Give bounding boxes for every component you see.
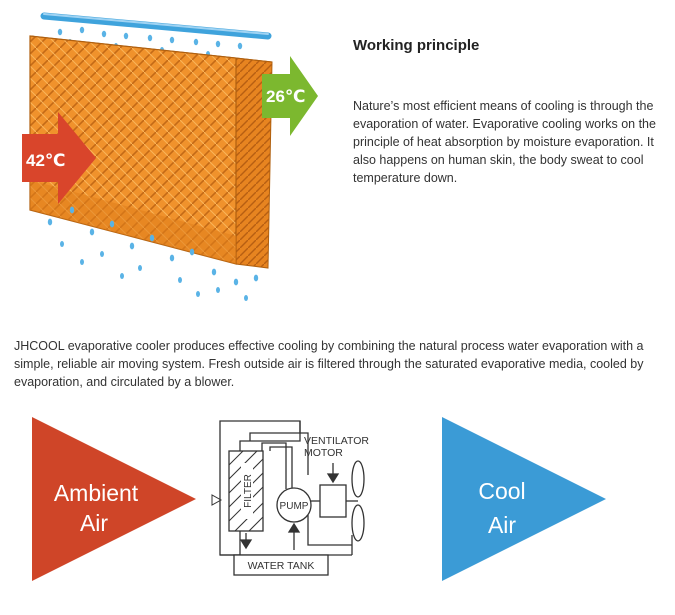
water-feed-lines xyxy=(261,442,293,489)
section-title: Working principle xyxy=(353,37,480,54)
water-pipe xyxy=(40,12,272,40)
working-principle-text: Nature’s most efficient means of cooling… xyxy=(353,99,656,185)
up-arrow-pump-icon xyxy=(287,522,301,550)
inlet-temperature: 42℃ xyxy=(26,151,66,170)
evaporative-pad-illustration: 42℃ 26℃ xyxy=(22,12,318,301)
cooler-flow-diagram: Ambient Air FILTER xyxy=(32,417,606,581)
cool-air-arrow: 26℃ xyxy=(262,56,318,136)
ambient-air-triangle: Ambient Air xyxy=(32,417,196,581)
droplets-bottom xyxy=(47,206,259,301)
ventilator-label-line1: VENTILATOR xyxy=(304,435,369,447)
ambient-air-label-line2: Air xyxy=(80,510,108,536)
droplets-top xyxy=(57,26,243,57)
ventilator-motor: VENTILATOR MOTOR xyxy=(304,435,369,542)
pump-label: PUMP xyxy=(280,501,309,512)
cool-air-label-line2: Air xyxy=(488,512,516,538)
down-arrow-filter-icon xyxy=(239,533,253,550)
pump-unit: PUMP xyxy=(276,487,312,523)
cooler-description: JHCOOL evaporative cooler produces effec… xyxy=(14,339,644,389)
water-tank-label: WATER TANK xyxy=(248,560,315,572)
down-arrow-motor-icon xyxy=(326,463,340,484)
cool-air-label-line1: Cool xyxy=(478,478,525,504)
cooling-pad xyxy=(29,35,273,269)
hot-air-arrow: 42℃ xyxy=(22,112,96,204)
filter-unit: FILTER xyxy=(228,450,264,532)
water-tank: WATER TANK xyxy=(233,554,329,576)
ambient-air-label-line1: Ambient xyxy=(54,480,139,506)
outlet-temperature: 26℃ xyxy=(266,87,306,106)
air-inlet-marker-icon xyxy=(211,494,223,506)
filter-label: FILTER xyxy=(243,474,254,508)
cool-air-triangle: Cool Air xyxy=(442,417,606,581)
ventilator-label-line2: MOTOR xyxy=(304,447,343,459)
